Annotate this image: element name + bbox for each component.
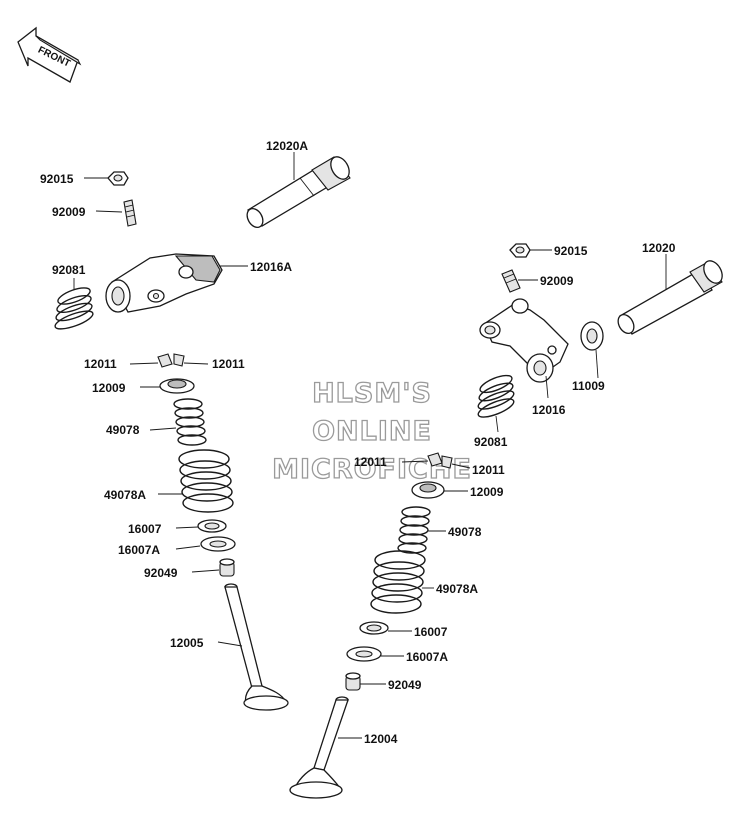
valve-cotter-12011-right xyxy=(427,452,453,469)
callout-16007A-left: 16007A xyxy=(118,543,160,557)
outer-spring-49078A-left xyxy=(178,449,234,513)
adjuster-screw-92009-left xyxy=(123,199,137,227)
callout-12020: 12020 xyxy=(642,241,676,255)
washer-11009 xyxy=(580,321,604,351)
valve-cotter-12011-left xyxy=(157,353,185,368)
callout-12011-left-b: 12011 xyxy=(212,357,245,371)
callout-92081-right: 92081 xyxy=(474,435,508,449)
nut-92015-left xyxy=(107,171,129,186)
spring-seat-16007A-right xyxy=(346,646,382,662)
callout-49078-right: 49078 xyxy=(448,525,482,539)
callout-11009: 11009 xyxy=(572,379,605,393)
callout-92015-right: 92015 xyxy=(554,244,588,258)
nut-92015-right xyxy=(509,243,531,258)
spring-retainer-12009-right xyxy=(411,481,445,499)
callout-16007-left: 16007 xyxy=(128,522,162,536)
adjuster-screw-92009-right xyxy=(501,269,521,293)
callout-92049-right: 92049 xyxy=(388,678,422,692)
watermark-line-1: HLSM'S xyxy=(312,378,432,409)
outer-spring-49078A-right xyxy=(370,550,426,614)
callout-92081-left: 92081 xyxy=(52,263,86,277)
watermark-line-2: ONLINE xyxy=(312,416,432,447)
intake-valve-12004 xyxy=(289,696,349,799)
rocker-arm-12016 xyxy=(479,298,569,383)
rocker-arm-12016A xyxy=(105,253,223,313)
front-arrow-icon: FRONT xyxy=(17,26,82,83)
callout-12016: 12016 xyxy=(532,403,566,417)
rocker-shaft-12020A xyxy=(246,156,351,228)
callout-92015-left: 92015 xyxy=(40,172,74,186)
callout-16007-right: 16007 xyxy=(414,625,448,639)
callout-12011-right-b: 12011 xyxy=(472,463,505,477)
callout-12005: 12005 xyxy=(170,636,204,650)
stem-seal-92049-left xyxy=(219,558,235,577)
callout-92009-right: 92009 xyxy=(540,274,574,288)
callout-12011-right-a: 12011 xyxy=(354,455,387,469)
inner-spring-49078-left xyxy=(173,398,207,446)
spring-seat-16007A-left xyxy=(200,536,236,552)
rocker-shaft-12020 xyxy=(617,260,723,335)
callout-12004: 12004 xyxy=(364,732,398,746)
callout-49078A-left: 49078A xyxy=(104,488,146,502)
inner-spring-49078-right xyxy=(397,506,431,554)
exhaust-valve-12005 xyxy=(224,583,289,711)
callout-12020A: 12020A xyxy=(266,139,308,153)
callout-12009-right: 12009 xyxy=(470,485,504,499)
callout-49078A-right: 49078A xyxy=(436,582,478,596)
callout-92049-left: 92049 xyxy=(144,566,178,580)
callout-12009-left: 12009 xyxy=(92,381,126,395)
spring-seat-16007-right xyxy=(359,621,389,635)
callout-12016A: 12016A xyxy=(250,260,292,274)
spring-92081-right xyxy=(477,374,515,418)
callout-12011-left-a: 12011 xyxy=(84,357,117,371)
stem-seal-92049-right xyxy=(345,672,361,691)
callout-49078-left: 49078 xyxy=(106,423,140,437)
spring-retainer-12009-left xyxy=(159,378,195,394)
spring-seat-16007-left xyxy=(197,519,227,533)
callout-92009-left: 92009 xyxy=(52,205,86,219)
spring-92081-left xyxy=(54,287,94,330)
callout-16007A-right: 16007A xyxy=(406,650,448,664)
